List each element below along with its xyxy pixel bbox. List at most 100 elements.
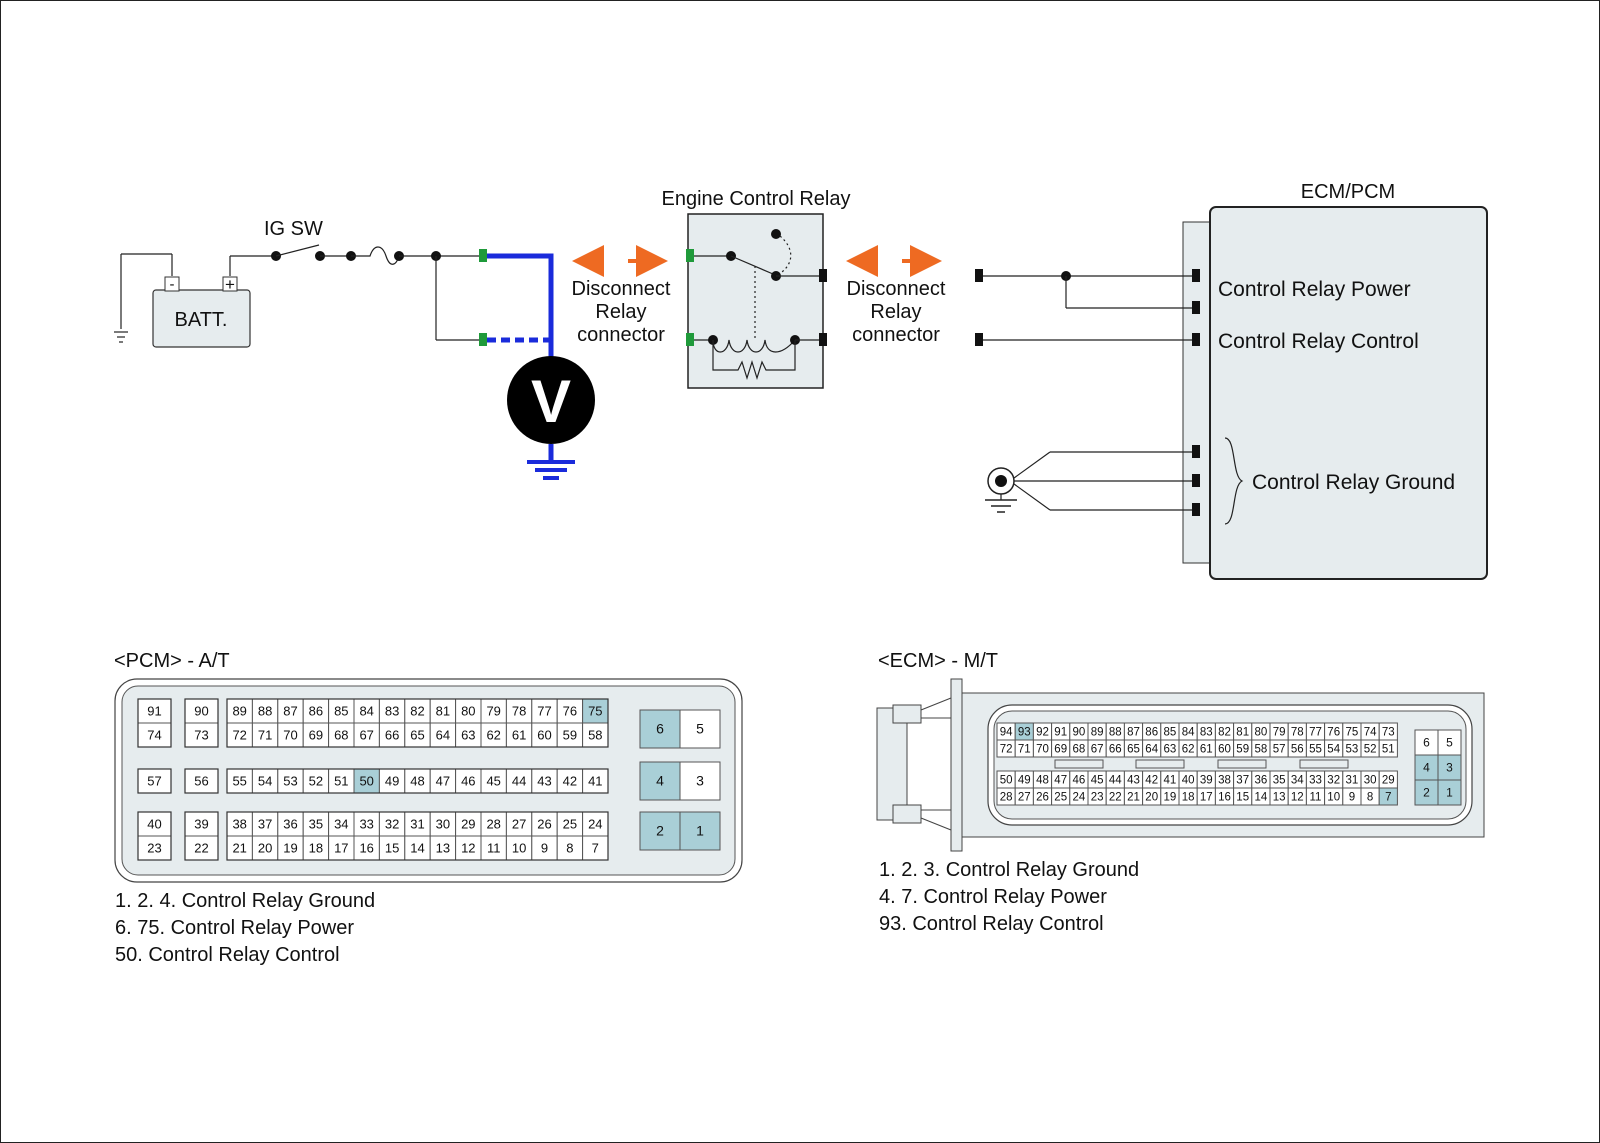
pcm-pin-large: 2 <box>639 811 681 851</box>
pcm-pin: 57 <box>137 768 172 794</box>
pcm-pin-label: 31 <box>410 816 424 831</box>
pcm-pin: 87 <box>277 698 304 724</box>
ecm-pin-label: 64 <box>1145 744 1158 756</box>
ecm-pin-label: 7 <box>1385 792 1391 804</box>
ecm-pin: 54 <box>1324 739 1344 758</box>
pcm-pin: 33 <box>353 811 380 837</box>
pcm-pin: 38 <box>226 811 253 837</box>
ecm-control-relay-control: Control Relay Control <box>1218 330 1419 353</box>
pcm-pin-label: 62 <box>486 727 500 742</box>
pcm-pin-label: 25 <box>563 816 577 831</box>
ecm-pin: 59 <box>1233 739 1253 758</box>
ecm-pin: 78 <box>1287 722 1307 741</box>
pcm-pin: 49 <box>378 768 406 794</box>
pcm-pin-label: 80 <box>461 703 475 718</box>
ecm-pin: 66 <box>1105 739 1125 758</box>
ecm-pin-label: 78 <box>1291 727 1304 739</box>
ecm-pin-label: 42 <box>1145 775 1158 787</box>
ecm-pin-label: 43 <box>1127 775 1140 787</box>
ecm-pin-label: 94 <box>1000 727 1013 739</box>
pcm-pin-label: 16 <box>359 840 373 855</box>
ecm-pin-side: 3 <box>1437 754 1462 781</box>
ecm-pin: 32 <box>1324 770 1344 789</box>
pcm-pin: 22 <box>184 835 219 861</box>
pcm-pin-label: 15 <box>385 840 399 855</box>
pcm-pin: 21 <box>226 835 253 861</box>
ecm-pin: 38 <box>1214 770 1235 789</box>
ecm-pin-label: 57 <box>1273 744 1286 756</box>
pcm-pin-label: 76 <box>563 703 577 718</box>
pcm-pin-label: 68 <box>334 727 348 742</box>
pcm-pin: 56 <box>184 768 219 794</box>
ecm-pin-label: 48 <box>1036 775 1049 787</box>
pcm-pin: 8 <box>556 835 584 861</box>
ecm-pin: 46 <box>1069 770 1089 789</box>
ecm-pin: 88 <box>1105 722 1125 741</box>
ecm-pin-label: 39 <box>1200 775 1213 787</box>
ecm-pin-label: 16 <box>1218 792 1231 804</box>
ecm-pin: 29 <box>1378 770 1398 789</box>
ecm-pin-label: 27 <box>1018 792 1031 804</box>
ground-symbol-ecm <box>985 467 1017 513</box>
ecm-pin: 9 <box>1342 787 1362 806</box>
pcm-pin: 50 <box>353 768 380 794</box>
ecm-pin-label: 81 <box>1236 727 1249 739</box>
pcm-pin-label: 27 <box>512 816 526 831</box>
ecm-pin-label: 47 <box>1054 775 1067 787</box>
pcm-pin: 11 <box>480 835 507 861</box>
pcm-pin: 68 <box>328 722 355 748</box>
pcm-pin-label: 38 <box>232 816 246 831</box>
pcm-pin: 30 <box>429 811 457 837</box>
ecm-pin: 11 <box>1305 787 1326 806</box>
pcm-pin-label: 33 <box>359 816 373 831</box>
pcm-pin: 84 <box>353 698 380 724</box>
ecm-note-2: 4. 7. Control Relay Power <box>879 886 1107 908</box>
pcm-pin: 91 <box>137 698 172 724</box>
pcm-pin: 16 <box>353 835 380 861</box>
pcm-pin-label: 88 <box>258 703 272 718</box>
pcm-pin-label: 12 <box>461 840 475 855</box>
ecm-pin-label: 35 <box>1273 775 1286 787</box>
disconnect-left-line1: Disconnect <box>572 278 671 300</box>
ecm-pin: 94 <box>996 722 1016 741</box>
ecm-control-relay-ground: Control Relay Ground <box>1252 471 1455 494</box>
pcm-pin: 54 <box>251 768 279 794</box>
ecm-pin: 89 <box>1087 722 1107 741</box>
terminal-green-top <box>479 249 487 262</box>
pcm-pin: 29 <box>455 811 482 837</box>
pcm-pin: 88 <box>251 698 279 724</box>
ecm-title: ECM/PCM <box>1301 181 1395 203</box>
ecm-pin: 15 <box>1233 787 1253 806</box>
disconnect-right-line1: Disconnect <box>847 278 946 300</box>
pcm-pin-large-label: 1 <box>696 823 704 839</box>
pcm-pin: 19 <box>277 835 304 861</box>
pcm-pin: 82 <box>404 698 431 724</box>
ecm-pin-side: 2 <box>1414 779 1439 806</box>
pcm-pin-label: 48 <box>410 773 424 788</box>
pcm-pin: 51 <box>328 768 355 794</box>
ecm-pin-label: 52 <box>1364 744 1377 756</box>
ecm-pin-side-label: 4 <box>1423 761 1430 775</box>
ecm-pin: 53 <box>1342 739 1362 758</box>
ecm-pin: 25 <box>1051 787 1071 806</box>
ecm-pin-label: 50 <box>1000 775 1013 787</box>
ecm-pin-label: 14 <box>1255 792 1268 804</box>
pcm-note-2: 6. 75. Control Relay Power <box>115 917 354 939</box>
pcm-pin-label: 57 <box>147 773 161 788</box>
ecm-pin: 26 <box>1032 787 1053 806</box>
ecm-pin: 77 <box>1305 722 1326 741</box>
disconnect-right-line3: connector <box>852 324 940 346</box>
ecm-pin: 87 <box>1123 722 1144 741</box>
ecm-pin-label: 22 <box>1109 792 1122 804</box>
pcm-pin-label: 78 <box>512 703 526 718</box>
pcm-pin: 27 <box>505 811 533 837</box>
pcm-pin-label: 23 <box>147 840 161 855</box>
ecm-pin-label: 87 <box>1127 727 1140 739</box>
ecm-pin: 18 <box>1178 787 1198 806</box>
pcm-pin: 20 <box>251 835 279 861</box>
pcm-pin: 58 <box>582 722 609 748</box>
ecm-pin-label: 15 <box>1236 792 1249 804</box>
ecm-pin-label: 71 <box>1018 744 1031 756</box>
pcm-pin: 75 <box>582 698 609 724</box>
